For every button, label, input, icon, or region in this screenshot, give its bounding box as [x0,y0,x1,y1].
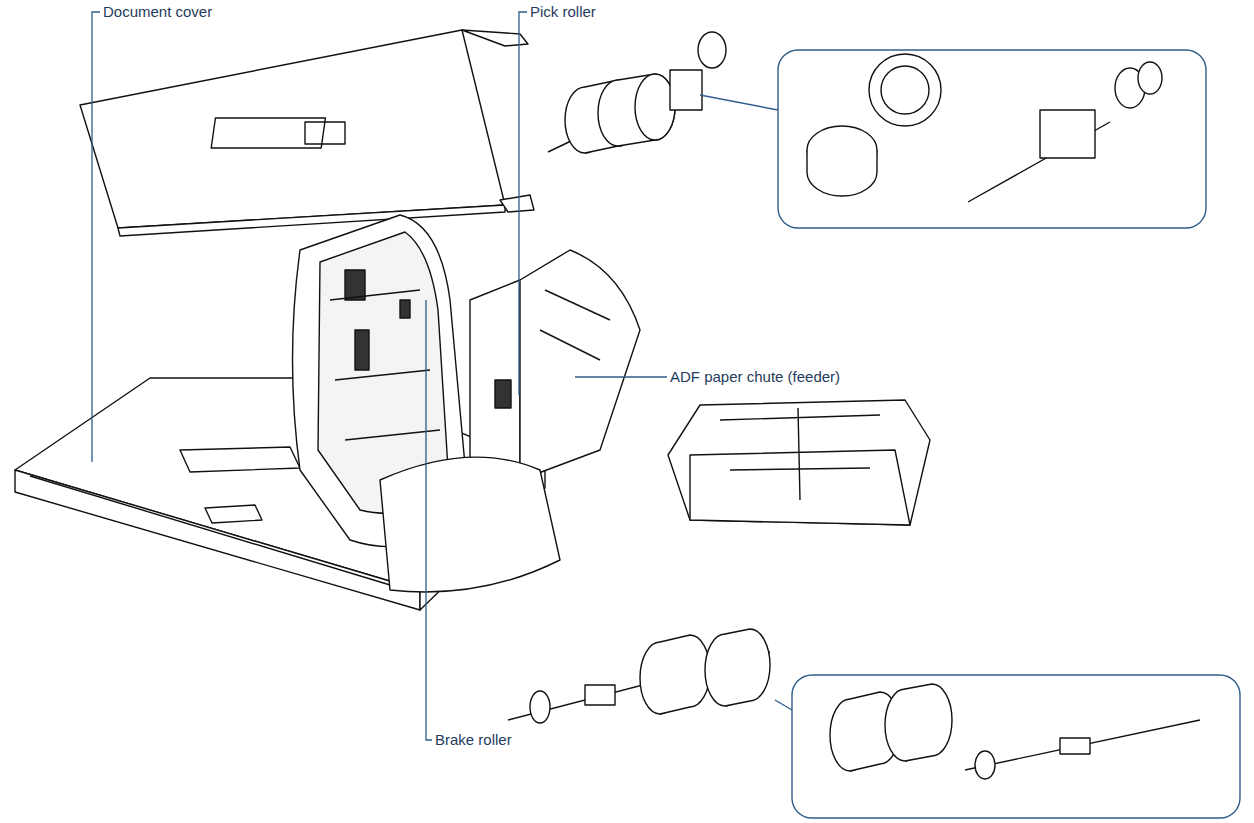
pick-roller-detail [778,50,1206,228]
document-cover [80,30,534,236]
part-label: Brake roller [435,731,512,749]
adf-unit [293,215,641,592]
leader-lines [92,12,667,740]
brake-roller-detail [792,675,1240,818]
brake-roller-part [508,629,770,723]
part-label: Pick roller [530,3,596,21]
pick-roller-part [548,32,726,153]
adf-chute-part [668,400,930,525]
part-label: ADF paper chute (feeder) [670,368,840,386]
part-label: Document cover [103,3,212,21]
